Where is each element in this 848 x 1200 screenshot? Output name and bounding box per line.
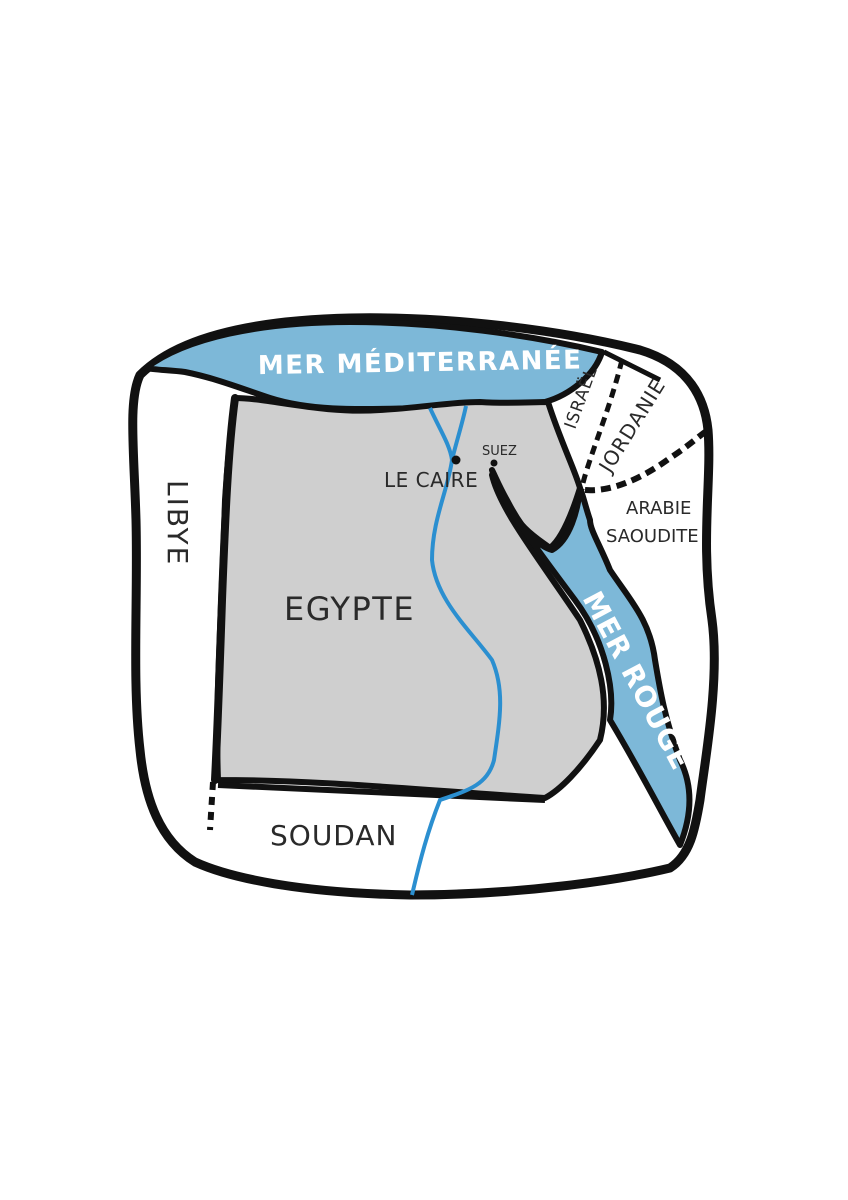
label-mediterranean: MER MÉDITERRANÉE — [258, 343, 583, 381]
label-suez: SUEZ — [482, 444, 517, 459]
label-egypt: EGYPTE — [284, 590, 415, 628]
border-jordan-saudi — [584, 427, 710, 494]
label-sudan: SOUDAN — [270, 819, 397, 852]
suez-marker-icon — [490, 459, 498, 467]
border-israel-jordan — [579, 359, 625, 491]
border-libya — [211, 394, 239, 784]
label-saudi-line1: ARABIE — [626, 498, 691, 519]
nile-river — [410, 407, 503, 896]
red-sea — [489, 467, 693, 848]
label-libya: LIBYE — [161, 480, 194, 566]
cairo-marker-icon — [451, 455, 461, 465]
border-israel — [545, 401, 583, 489]
nile-delta — [450, 405, 468, 461]
label-cairo: LE CAIRE — [384, 468, 478, 492]
border-jordan-north — [602, 349, 662, 383]
label-saudi-line2: SAOUDITE — [606, 526, 699, 547]
border-sudan — [217, 782, 546, 803]
